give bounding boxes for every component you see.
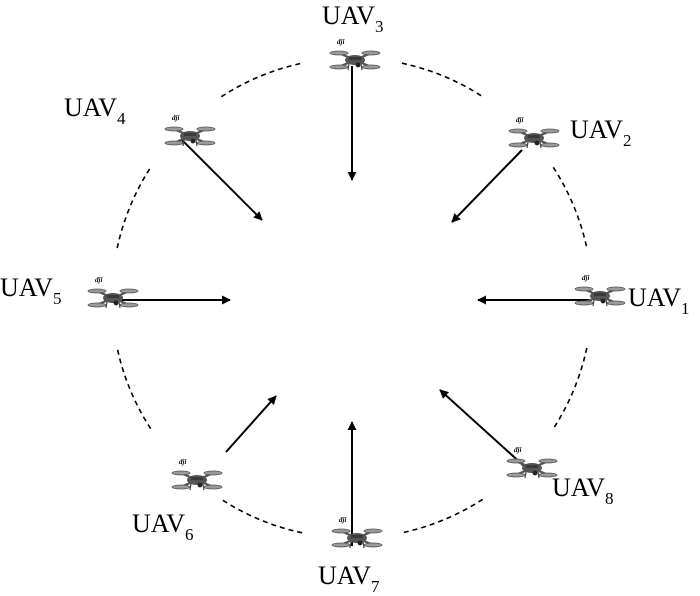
uav-6-label: UAV6 (132, 509, 193, 544)
uav-4-velocity-arrow (181, 139, 263, 221)
uav-1-drone-icon: dji (574, 274, 626, 307)
uav-2-label-subscript: 2 (623, 131, 632, 150)
uav-6-brand-logo: dji (179, 458, 186, 466)
uav-3-drone-icon: dji (329, 38, 381, 71)
uav-1-label: UAV1 (628, 283, 689, 318)
uav-2-label: UAV2 (570, 115, 631, 150)
uav-3-brand-logo: dji (337, 38, 344, 46)
uav-5-label-subscript: 5 (53, 289, 62, 308)
uav-2-velocity-arrow (451, 149, 523, 223)
uav-6-label-subscript: 6 (185, 525, 194, 544)
uav-1-label-base: UAV (628, 283, 681, 312)
uav-7-label-base: UAV (318, 561, 371, 590)
formation-arc-segment (116, 166, 152, 249)
formation-arc-segment (220, 498, 303, 534)
uav-7-label: UAV7 (318, 561, 380, 596)
uav-icons: dji dji dji dji dji dji dji dji (87, 38, 626, 549)
uav-5-label: UAV5 (0, 273, 61, 308)
uav-4-brand-logo: dji (172, 114, 179, 122)
formation-arc-segment (116, 347, 152, 430)
uav-8-label-subscript: 8 (605, 489, 614, 508)
uav-5-brand-logo: dji (95, 276, 102, 284)
uav-2-label-base: UAV (570, 115, 623, 144)
uav-3-label: UAV3 (322, 1, 383, 36)
uav-7-label-subscript: 7 (371, 577, 380, 596)
uav-4-label-base: UAV (64, 93, 117, 122)
uav-6-velocity-arrow (225, 395, 277, 453)
uav-7-brand-logo: dji (339, 516, 346, 524)
formation-arc-segment (401, 62, 484, 98)
uav-8-label-base: UAV (552, 473, 605, 502)
uav-5-drone-icon: dji (87, 276, 139, 309)
uav-8-label: UAV8 (552, 473, 613, 508)
formation-circle (116, 62, 588, 534)
uav-8-drone-icon: dji (506, 446, 558, 479)
formation-arc-segment (220, 62, 303, 98)
uav-4-label-subscript: 4 (117, 109, 126, 128)
formation-arc-segment (401, 498, 484, 534)
uav-7-drone-icon: dji (331, 516, 383, 549)
uav-6-drone-icon: dji (171, 458, 223, 491)
uav-1-brand-logo: dji (582, 274, 589, 282)
uav-6-label-base: UAV (132, 509, 185, 538)
uav-8-velocity-arrow (439, 389, 525, 467)
uav-2-brand-logo: dji (516, 116, 523, 124)
uav-8-brand-logo: dji (514, 446, 521, 454)
uav-4-label: UAV4 (64, 93, 126, 128)
velocity-arrows (104, 66, 592, 546)
uav-5-label-base: UAV (0, 273, 53, 302)
uav-2-drone-icon: dji (508, 116, 560, 149)
uav-4-drone-icon: dji (164, 114, 216, 147)
formation-arc-segment (552, 166, 588, 249)
formation-arc-segment (552, 347, 588, 430)
uav-3-label-base: UAV (322, 1, 375, 30)
uav-3-label-subscript: 3 (375, 17, 384, 36)
uav-1-label-subscript: 1 (681, 299, 690, 318)
